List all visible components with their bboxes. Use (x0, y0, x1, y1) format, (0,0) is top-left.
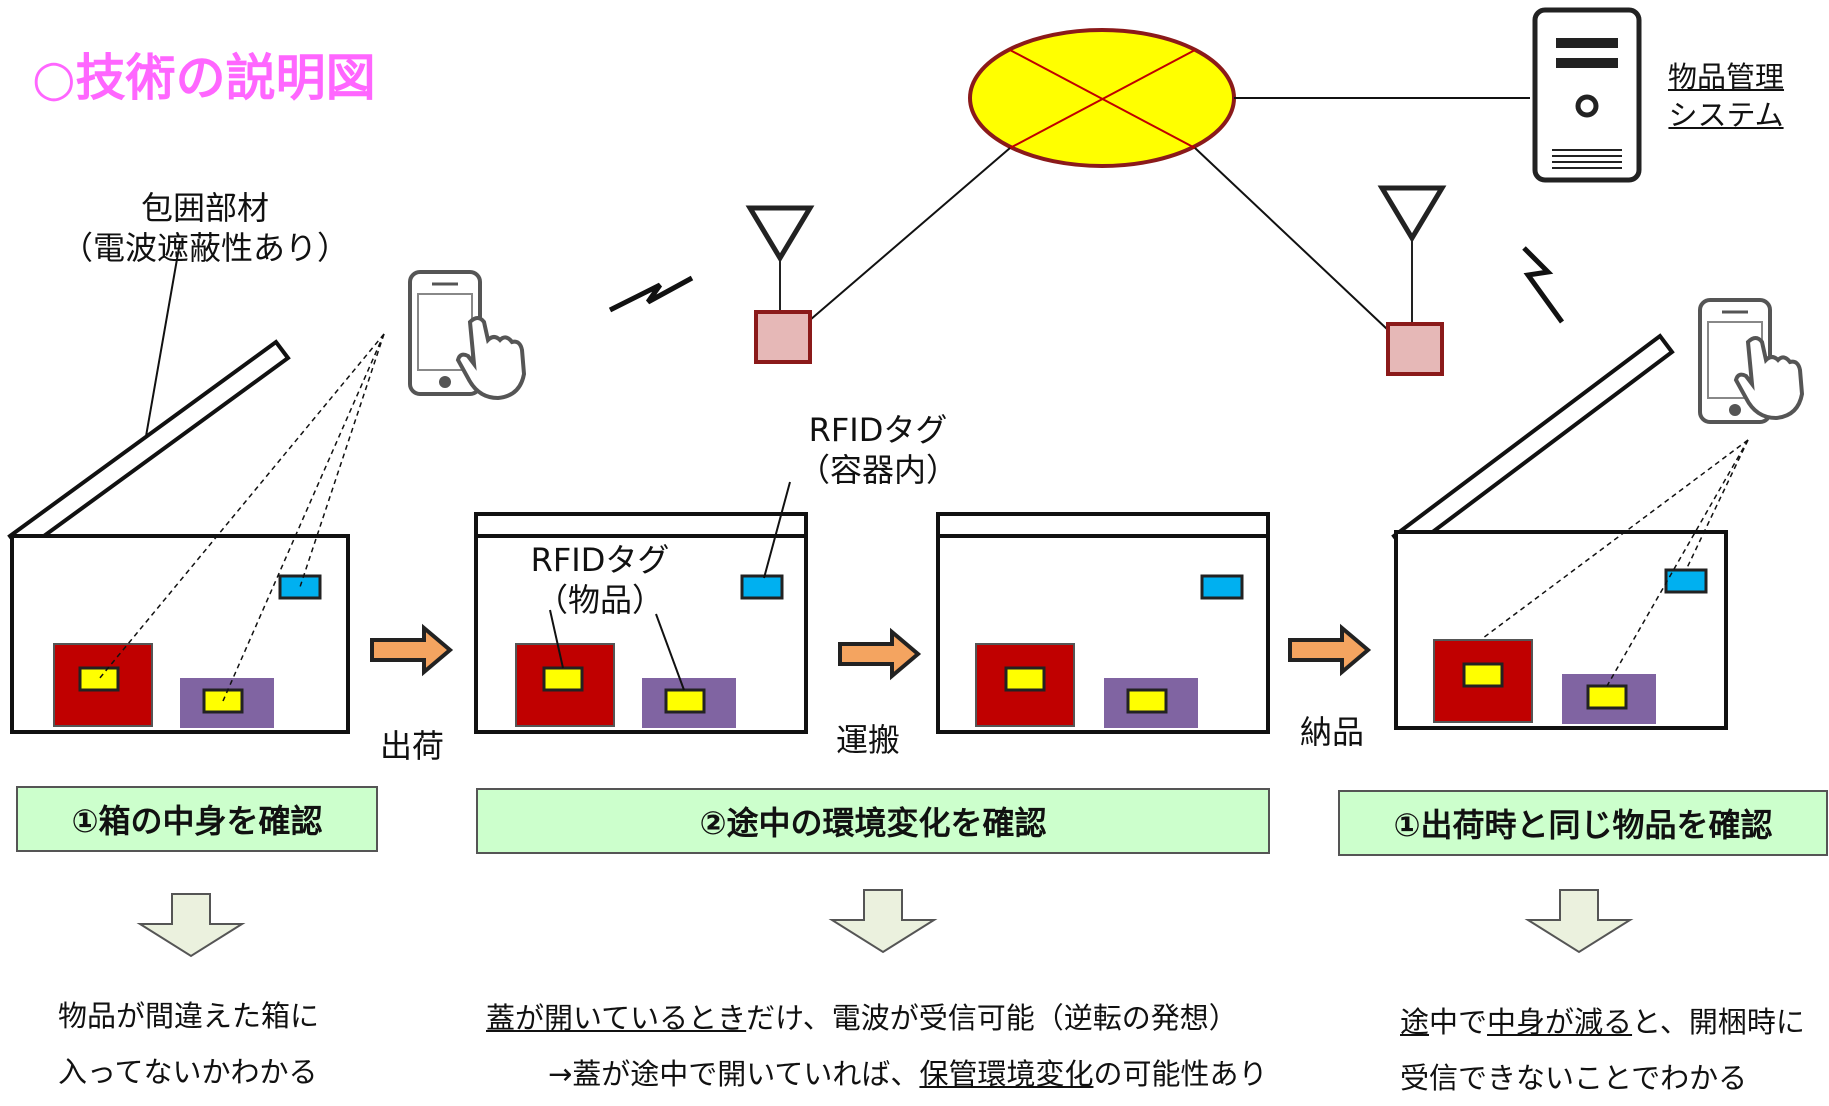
rfid-item-note: （物品） (535, 581, 664, 619)
result-middle-line1: 蓋が開いているときだけ、電波が受信可能（逆転の発想） (486, 990, 1267, 1046)
smartphone-icon (408, 270, 527, 401)
rfid-container-title: RFIDタグ (808, 411, 948, 449)
system-label-line1: 物品管理 (1668, 60, 1785, 94)
rfid-tag-item (542, 666, 584, 692)
rfid-tag-item (1126, 688, 1168, 714)
arrow-right-icon (1288, 623, 1372, 677)
wrapping-material-pointer (144, 241, 181, 443)
rfid-container-label: RFIDタグ （容器内） (778, 410, 978, 490)
step-3-check-same-items: ①出荷時と同じ物品を確認 (1338, 790, 1828, 856)
system-label-line2: システム (1668, 98, 1784, 132)
rfid-tag-container (1200, 574, 1244, 600)
box-lid (7, 339, 291, 555)
arrow-right-icon (838, 627, 922, 681)
result-middle-text-1: だけ、電波が受信可能（逆転の発想） (746, 1001, 1238, 1035)
rfid-tag-container (740, 574, 784, 600)
antenna-icon (745, 205, 815, 364)
box-closed-transport (474, 481, 808, 734)
result-middle-text-2: →蓋が途中で開いていれば、 (548, 1057, 920, 1091)
arrow-right-icon (370, 623, 454, 677)
rfid-item-label: RFIDタグ （物品） (500, 540, 700, 620)
result-right-line2: 受信できないことでわかる (1400, 1061, 1748, 1095)
box-open-shipping (7, 241, 385, 734)
step-1-check-contents: ①箱の中身を確認 (16, 786, 378, 852)
smartphone-icon (1698, 298, 1805, 424)
arrow-down-icon (828, 889, 938, 954)
network-cloud-icon (968, 28, 1236, 168)
network-lines (809, 97, 1530, 331)
result-middle-line2: →蓋が途中で開いていれば、保管環境変化の可能性あり (486, 1046, 1267, 1102)
arrow-down-icon (1524, 889, 1634, 954)
result-right-underline-1: 途 (1400, 1005, 1430, 1039)
page-title: ○技術の説明図 (32, 49, 376, 107)
result-middle-text-3: の可能性あり (1093, 1057, 1268, 1091)
box-open-delivery (1391, 333, 1749, 730)
wrapping-material-note: （電波遮蔽性あり） (60, 229, 349, 267)
management-system-label: 物品管理 システム (1668, 58, 1784, 134)
arrow-down-icon (136, 893, 246, 958)
result-right-text-2: と、開梱時に (1632, 1005, 1805, 1039)
wireless-signal-icon (1522, 246, 1565, 324)
wrapping-material-label: 包囲部材 （電波遮蔽性あり） (60, 188, 350, 268)
rfid-tag-item (1462, 662, 1504, 688)
shipping-label: 出荷 (380, 727, 445, 765)
transport-label: 運搬 (836, 721, 901, 759)
rfid-tag-container (278, 574, 322, 600)
rfid-item-title: RFIDタグ (530, 541, 670, 579)
wrapping-material-title: 包囲部材 (140, 189, 269, 227)
box-closed-arrival (936, 512, 1270, 734)
result-middle-underline-2: 保管環境変化 (919, 1057, 1094, 1091)
rfid-tag-item (1586, 684, 1628, 710)
antenna-icon (1377, 185, 1447, 376)
server-icon (1532, 7, 1642, 183)
rfid-container-note: （容器内） (797, 451, 958, 489)
result-left: 物品が間違えた箱に 入ってないかわかる (58, 988, 319, 1100)
rfid-tag-item (1004, 666, 1046, 692)
result-left-line1: 物品が間違えた箱に (58, 999, 320, 1033)
result-right: 途中で中身が減ると、開梱時に 受信できないことでわかる (1400, 994, 1805, 1106)
rfid-tag-item (664, 688, 706, 714)
result-right-line1: 途中で中身が減ると、開梱時に (1400, 994, 1805, 1050)
delivery-label: 納品 (1300, 713, 1365, 751)
result-right-underline-2: 中身が減る (1487, 1005, 1633, 1039)
rfid-tag-item (78, 666, 120, 692)
result-middle: 蓋が開いているときだけ、電波が受信可能（逆転の発想） →蓋が途中で開いていれば、… (486, 990, 1267, 1102)
result-right-text-1: 中で (1429, 1005, 1488, 1039)
wireless-signal-icon (608, 275, 694, 313)
result-middle-underline-1: 蓋が開いているとき (486, 1001, 747, 1035)
result-left-line2: 入ってないかわかる (58, 1055, 318, 1089)
step-2-check-environment: ②途中の環境変化を確認 (476, 788, 1270, 854)
